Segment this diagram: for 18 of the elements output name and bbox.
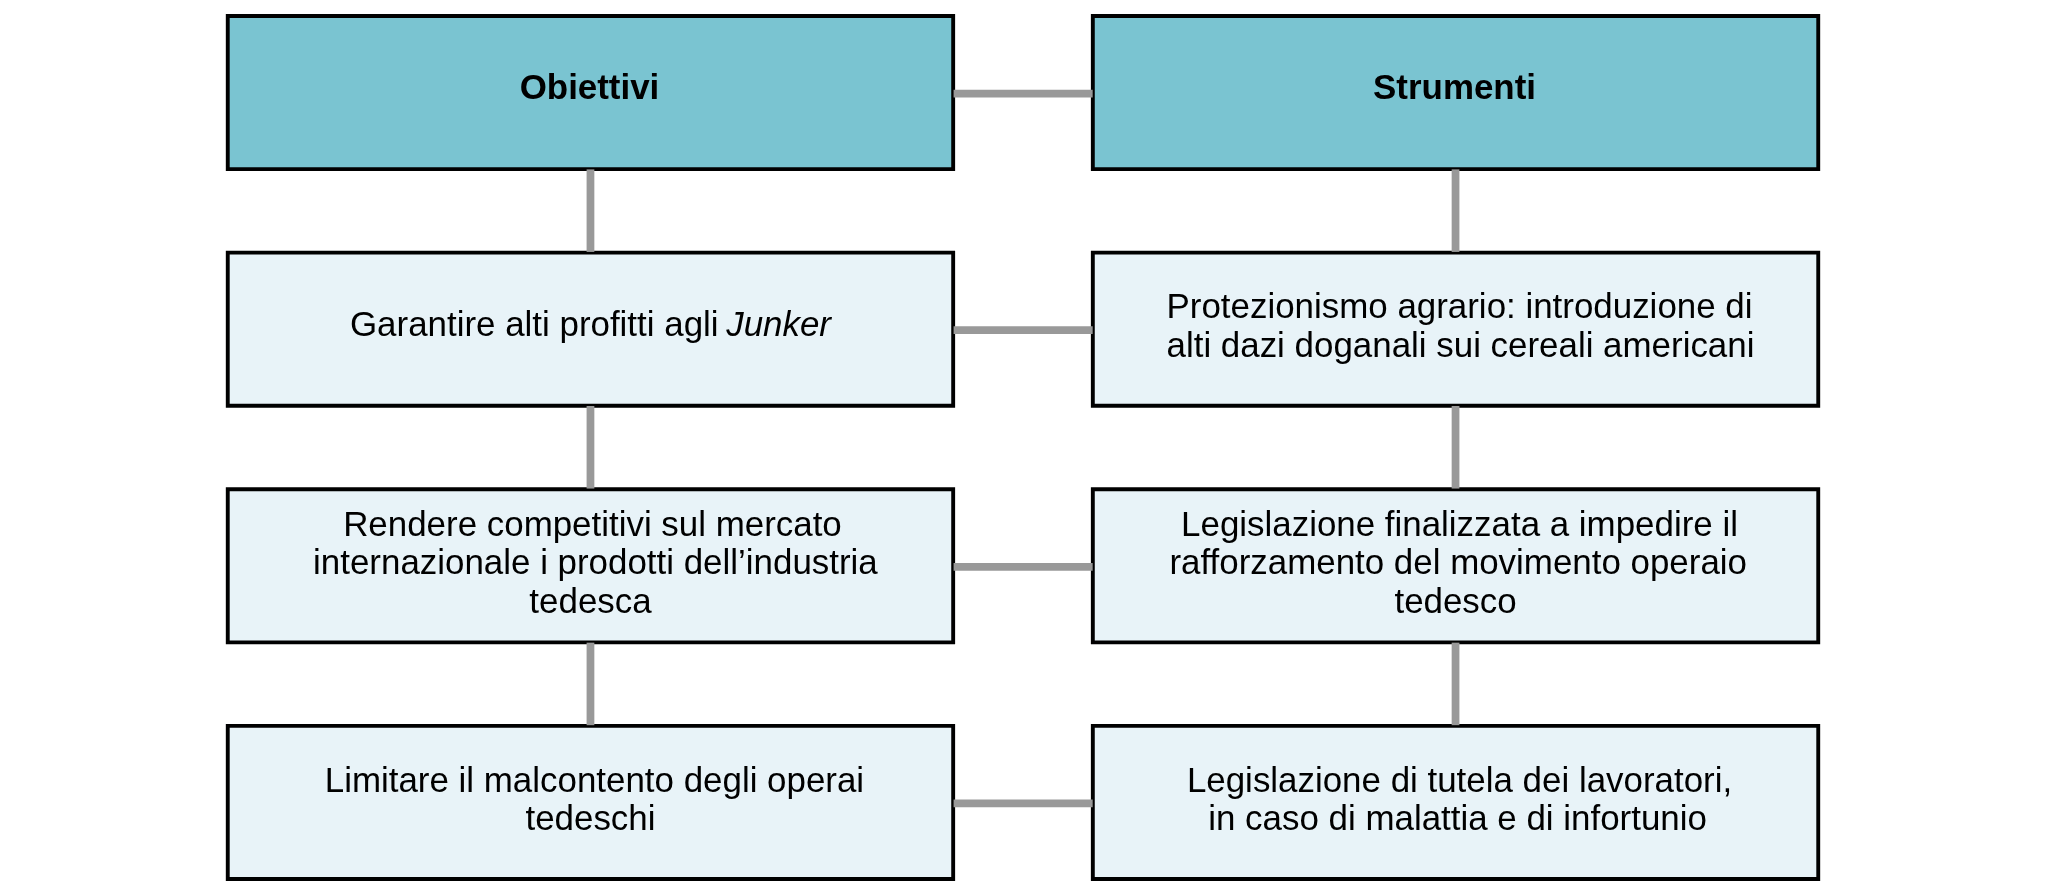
connector [586, 642, 594, 726]
connector [953, 562, 1093, 571]
node-box: Legislazione di tutela dei lavoratori, in caso di malattia e di infortunio [1090, 723, 1820, 881]
connector [953, 89, 1093, 98]
node-box: Protezionismo agrario: introduzione di alti dazi doganali sui cereali americani [1090, 250, 1820, 408]
node-box: Legislazione finalizzata a impedire il rafforzamento del movimento operaio tedesco [1090, 487, 1820, 645]
connector [1451, 642, 1459, 726]
node-box: Garantire alti profitti agli Junker [225, 250, 955, 408]
node-box: Obiettivi [225, 14, 955, 172]
connector [1451, 169, 1459, 252]
connector [953, 799, 1093, 808]
node-box: Rendere competitivi sul mercato internazionale i prodotti dell’industria tedesca [225, 487, 955, 645]
connector [953, 326, 1093, 335]
connector [586, 406, 594, 489]
node-box: Strumenti [1090, 14, 1820, 172]
node-box: Limitare il malcontento degli operai tedeschi [225, 723, 955, 881]
connector [1451, 406, 1459, 489]
connector [586, 169, 594, 252]
